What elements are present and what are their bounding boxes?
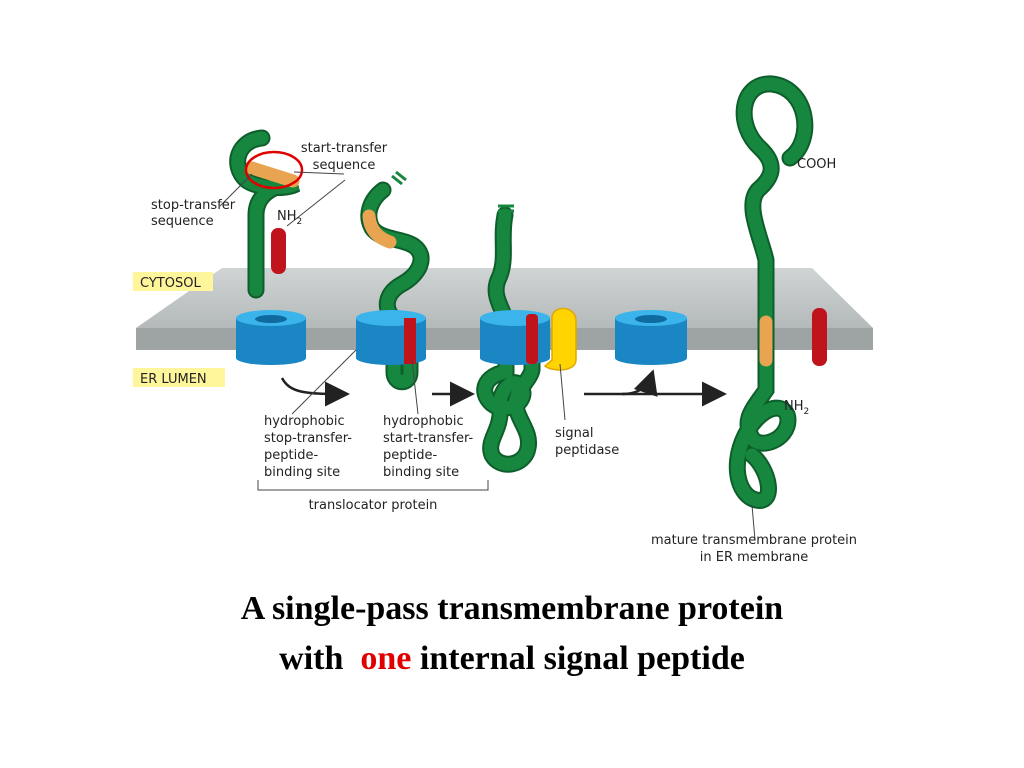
er-lumen-tag: ER LUMEN xyxy=(133,368,225,387)
caption-line-1: A single-pass transmembrane protein xyxy=(240,590,784,627)
start-transfer-label-1: start-transfer xyxy=(301,141,388,156)
protein-step2 xyxy=(360,170,430,391)
translocator-label: translocator protein xyxy=(309,498,438,513)
caption-line-2: with one internal signal peptide xyxy=(0,640,1024,678)
protein-step3 xyxy=(476,204,541,473)
start-transfer-label-2: sequence xyxy=(313,158,376,173)
er-lumen-label: ER LUMEN xyxy=(140,372,207,387)
protein-step1 xyxy=(229,129,304,299)
stop-site-label-4: binding site xyxy=(264,465,340,480)
stop-transfer-label-1: stop-transfer xyxy=(151,198,236,213)
step-arrow-4 xyxy=(621,369,658,397)
translocator-1 xyxy=(236,310,306,365)
cooh-label: COOH xyxy=(797,157,836,172)
mature-protein xyxy=(728,75,814,509)
stop-site-label-1: hydrophobic xyxy=(264,414,345,429)
stop-site-label-2: stop-transfer- xyxy=(264,431,352,446)
nh2-label-step1: NH2 xyxy=(277,209,302,227)
signal-peptidase-label-2: peptidase xyxy=(555,443,619,458)
start-site-label-3: peptide- xyxy=(383,448,437,463)
mature-label-1: mature transmembrane protein xyxy=(651,533,857,548)
signal-peptidase-label-1: signal xyxy=(555,426,593,441)
caption-with: with xyxy=(279,640,344,677)
signal-peptidase-shape xyxy=(543,307,577,371)
cytosol-tag: CYTOSOL xyxy=(133,272,213,291)
highlight-circle xyxy=(244,150,304,190)
start-site-label-2: start-transfer- xyxy=(383,431,473,446)
mature-label-2: in ER membrane xyxy=(700,550,809,565)
caption-rest: internal signal peptide xyxy=(419,640,745,677)
translocator-2 xyxy=(356,310,426,365)
stop-transfer-label-2: sequence xyxy=(151,214,214,229)
cytosol-label: CYTOSOL xyxy=(140,276,201,291)
leader-lines xyxy=(219,171,756,541)
translocator-3 xyxy=(480,310,550,365)
translocator-4 xyxy=(615,310,687,365)
step-arrow-1 xyxy=(280,377,350,407)
cleaved-signal-peptide xyxy=(812,308,827,366)
start-site-label-1: hydrophobic xyxy=(383,414,464,429)
nh2-label-mature: NH2 xyxy=(784,399,809,417)
start-site-label-4: binding site xyxy=(383,465,459,480)
stop-site-label-3: peptide- xyxy=(264,448,318,463)
caption-highlight: one xyxy=(360,640,412,677)
